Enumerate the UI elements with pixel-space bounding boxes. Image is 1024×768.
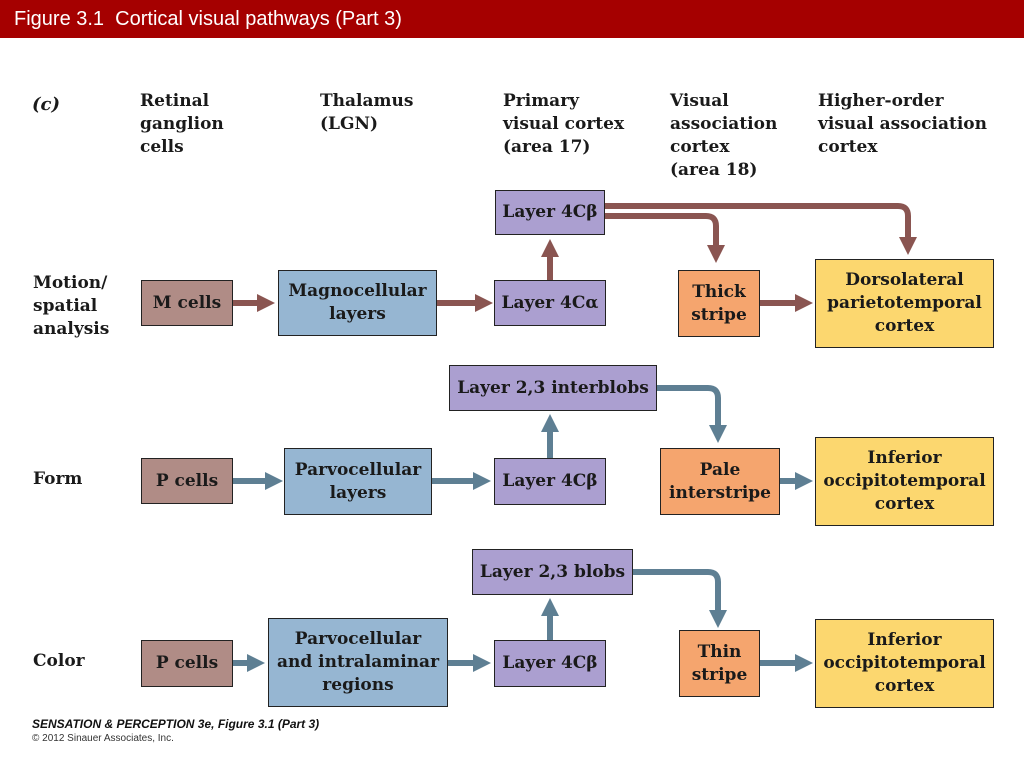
copyright-notice: © 2012 Sinauer Associates, Inc. [32,733,174,744]
arrow-interblobs-to-pale-interstripe [657,385,727,443]
column-header-thalamus: Thalamus(LGN) [320,91,414,134]
layer-4c-beta-color-box: Layer 4Cβ [494,640,606,687]
interblobs-box: Layer 2,3 interblobs [449,365,657,411]
layer-4c-alpha-box: Layer 4Cα [494,280,606,326]
arrow-blobs-to-thin-stripe [633,569,727,628]
row-label-form: Form [33,469,83,489]
row-label-color: Color [33,651,85,671]
blobs-box: Layer 2,3 blobs [472,549,633,595]
layer-4c-beta-form-box: Layer 4Cβ [494,458,606,505]
figure-credit: SENSATION & PERCEPTION 3e, Figure 3.1 (P… [32,717,320,731]
arrow-layer4cb-to-thick-stripe [605,213,725,263]
p-cells-form-box: P cells [141,458,233,504]
m-cells-box: M cells [141,280,233,326]
layer-4c-beta-motion-box: Layer 4Cβ [495,190,605,235]
panel-label: (c) [32,94,60,115]
slide-title: Figure 3.1 Cortical visual pathways (Par… [0,0,1024,38]
arrow-layer4cb-to-dorsolateral [605,203,917,255]
p-cells-color-box: P cells [141,640,233,687]
